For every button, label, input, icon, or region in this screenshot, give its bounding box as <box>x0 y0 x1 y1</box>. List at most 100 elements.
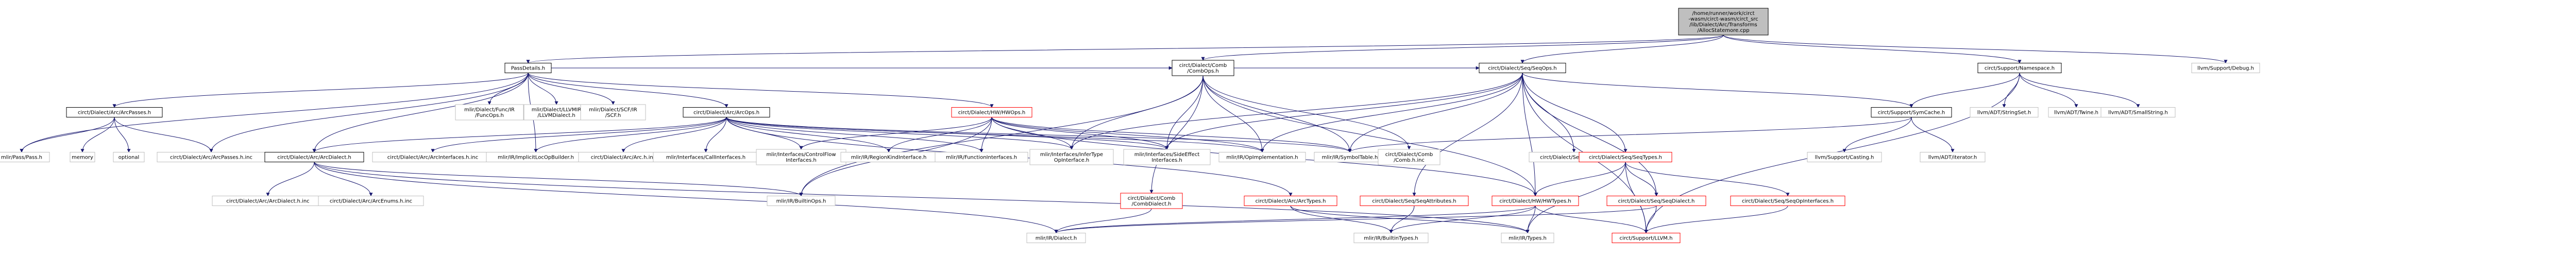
edge-comb-ops-to-op-impl <box>1202 75 1264 153</box>
edge-passdetail-to-arc-passes <box>112 73 529 108</box>
edge-hw-types-to-mlir-types <box>1526 205 1536 234</box>
node-seq-types[interactable]: circt/Dialect/Seq/SeqTypes.h <box>1579 152 1672 162</box>
node-label: mlir/Dialect/SCF/IR <box>589 107 637 113</box>
node-box <box>1360 196 1469 206</box>
node-box <box>1479 63 1566 73</box>
edge-passdetail-to-arc-ops <box>528 73 728 108</box>
node-mlir-types: mlir/IR/Types.h <box>1501 233 1554 243</box>
node-optional: optional <box>113 152 145 162</box>
node-box <box>683 107 770 117</box>
edge-root-to-llvm-debug <box>1723 35 2228 64</box>
node-box <box>767 196 836 206</box>
node-box <box>504 63 552 73</box>
node-label: /FuncOps.h <box>475 113 504 118</box>
node-box <box>1579 152 1672 162</box>
node-support-llvm[interactable]: circt/Support/LLVM.h <box>1612 233 1681 243</box>
edge-arc-ops-to-implicit-loc <box>534 117 727 153</box>
edge-hw-types-to-builtin-types <box>1389 205 1536 234</box>
edge-comb-dialect-to-mlir-dialect <box>1054 208 1152 234</box>
node-label: circt/Dialect/Comb <box>1128 196 1175 201</box>
edge-arc-passes-to-memory <box>80 117 115 153</box>
edge-seq-ops-to-op-impl <box>1260 73 1523 153</box>
node-label: circt/Dialect/Arc/ArcOps.h <box>693 110 759 116</box>
node-hw-ops[interactable]: circt/Dialect/HW/HWOps.h <box>951 107 1032 117</box>
node-box <box>580 104 646 121</box>
node-func-ops: mlir/Dialect/Func/IR/FuncOps.h <box>455 104 524 121</box>
node-seq-ops[interactable]: circt/Dialect/Seq/SeqOps.h <box>1479 63 1566 73</box>
node-sym-cache[interactable]: circt/Support/SymCache.h <box>1871 107 1952 117</box>
edge-seq-ops-to-sym-cache <box>1522 73 1913 108</box>
node-label: circt/Support/Namespace.h <box>1985 66 2055 72</box>
node-label: circt/Dialect/Arc/ArcInterfaces.h.inc <box>387 155 478 161</box>
node-box <box>1353 233 1429 243</box>
node-region-kind: mlir/IR/RegionKindInterface.h <box>840 152 937 162</box>
node-arc-ops[interactable]: circt/Dialect/Arc/ArcOps.h <box>683 107 770 117</box>
node-arc-passes[interactable]: circt/Dialect/Arc/ArcPasses.h <box>66 107 163 117</box>
node-seq-attrs[interactable]: circt/Dialect/Seq/SeqAttributes.h <box>1360 196 1469 206</box>
node-llvm-debug: llvm/Support/Debug.h <box>2191 63 2260 73</box>
edge-root-to-symbolnamespace <box>1723 35 2022 64</box>
edge-arc-dialect-to-arc-dialect-inc <box>266 162 315 197</box>
edge-root-to-passdetail <box>527 35 1724 64</box>
node-label: mlir/IR/OpImplementation.h <box>1226 155 1298 161</box>
node-box <box>1871 107 1952 117</box>
node-label: mlir/IR/Dialect.h <box>1036 236 1077 242</box>
node-box <box>1218 152 1306 162</box>
edge-passdetail-to-hw-ops <box>528 73 994 108</box>
node-label: -wasm/circt-wasm/circt_src <box>1688 16 1758 22</box>
edge-arc-types-to-builtin-types <box>1290 205 1393 234</box>
node-label: Interfaces.h <box>786 158 817 163</box>
node-label: mlir/Interfaces/SideEffect <box>1134 152 1200 158</box>
node-box <box>70 152 95 162</box>
edge-comb-ops-to-builtin-ops <box>799 75 1204 197</box>
node-scf-ir: mlir/Dialect/SCF/IR/SCF.h <box>580 104 646 121</box>
node-call-interfaces: mlir/Interfaces/CallInterfaces.h <box>653 152 759 162</box>
edge-passdetail-to-arc-dialect <box>312 73 529 153</box>
node-op-impl: mlir/IR/OpImplementation.h <box>1218 152 1306 162</box>
node-label: circt/Dialect/Arc/ArcEnums.h.inc <box>330 199 412 204</box>
node-label: circt/Dialect/Arc/ArcTypes.h <box>1256 199 1326 204</box>
node-comb-ops[interactable]: circt/Dialect/Comb/CombOps.h <box>1172 60 1234 76</box>
node-label: mlir/IR/RegionKindInterface.h <box>851 155 927 161</box>
node-arc-interfaces-inc: circt/Dialect/Arc/ArcInterfaces.h.inc <box>372 152 494 162</box>
edge-seq-types-to-seq-dialect <box>1625 162 1658 197</box>
node-box <box>1378 149 1440 165</box>
node-label: llvm/ADT/StringSet.h <box>1977 110 2031 116</box>
node-arc-types[interactable]: circt/Dialect/Arc/ArcTypes.h <box>1244 196 1337 206</box>
node-arc-enums-inc: circt/Dialect/Arc/ArcEnums.h.inc <box>318 196 424 206</box>
node-symbolnamespace[interactable]: circt/Support/Namespace.h <box>1977 63 2062 73</box>
node-label: mlir/Dialect/LLVMIR <box>532 107 582 113</box>
edge-root-to-comb-ops <box>1201 35 1724 61</box>
node-label: /LLVMDialect.h <box>537 113 575 118</box>
node-seq-op-interfaces[interactable]: circt/Dialect/Seq/SeqOpInterfaces.h <box>1730 196 1845 206</box>
node-arc-dialect[interactable]: circt/Dialect/Arc/ArcDialect.h <box>264 152 364 162</box>
edge-hw-types-to-mlir-dialect <box>1054 205 1536 234</box>
node-label: circt/Dialect/Arc/ArcDialect.h.inc <box>226 199 309 204</box>
edge-hw-types-to-support-llvm <box>1535 205 1648 234</box>
edge-arc-ops-to-arc-interfaces-inc <box>431 117 727 153</box>
node-comb-comb: circt/Dialect/Comb/Comb.h.inc <box>1378 149 1440 165</box>
node-label: mlir/Pass/Pass.h <box>1 155 42 161</box>
node-label: llvm/Support/Debug.h <box>2197 66 2254 72</box>
node-label: circt/Dialect/Comb <box>1385 152 1433 158</box>
node-label: mlir/IR/SymbolTable.h <box>1322 155 1378 161</box>
edge-arc-dialect-to-mlir-types <box>314 162 1530 234</box>
node-box <box>2191 63 2260 73</box>
node-label: mlir/Dialect/Func/IR <box>464 107 515 113</box>
node-label: circt/Dialect/Seq/SeqAttributes.h <box>1372 199 1456 204</box>
node-comb-dialect[interactable]: circt/Dialect/Comb/CombDialect.h <box>1120 193 1183 209</box>
node-builtin-types: mlir/IR/BuiltinTypes.h <box>1353 233 1429 243</box>
node-seq-dialect[interactable]: circt/Dialect/Seq/SeqDialect.h <box>1606 196 1706 206</box>
edge-hw-ops-to-op-impl <box>991 117 1264 153</box>
edge-seq-dialect-to-mlir-dialect <box>1054 205 1657 234</box>
node-passdetail[interactable]: PassDetails.h <box>504 63 552 73</box>
node-label: mlir/IR/FunctionInterfaces.h <box>946 155 1017 161</box>
node-box <box>1029 149 1114 165</box>
node-hw-types[interactable]: circt/Dialect/HW/HWTypes.h <box>1492 196 1579 206</box>
node-root[interactable]: /home/runner/work/circt-wasm/circt-wasm/… <box>1678 8 1769 36</box>
node-memory: memory <box>70 152 95 162</box>
node-label: memory <box>72 155 93 161</box>
node-label: llvm/ADT/iterator.h <box>1928 155 1977 161</box>
node-implicit-loc: mlir/IR/ImplicitLocOpBuilder.h <box>486 152 586 162</box>
node-label: mlir/Interfaces/ControlFlow <box>766 152 836 158</box>
